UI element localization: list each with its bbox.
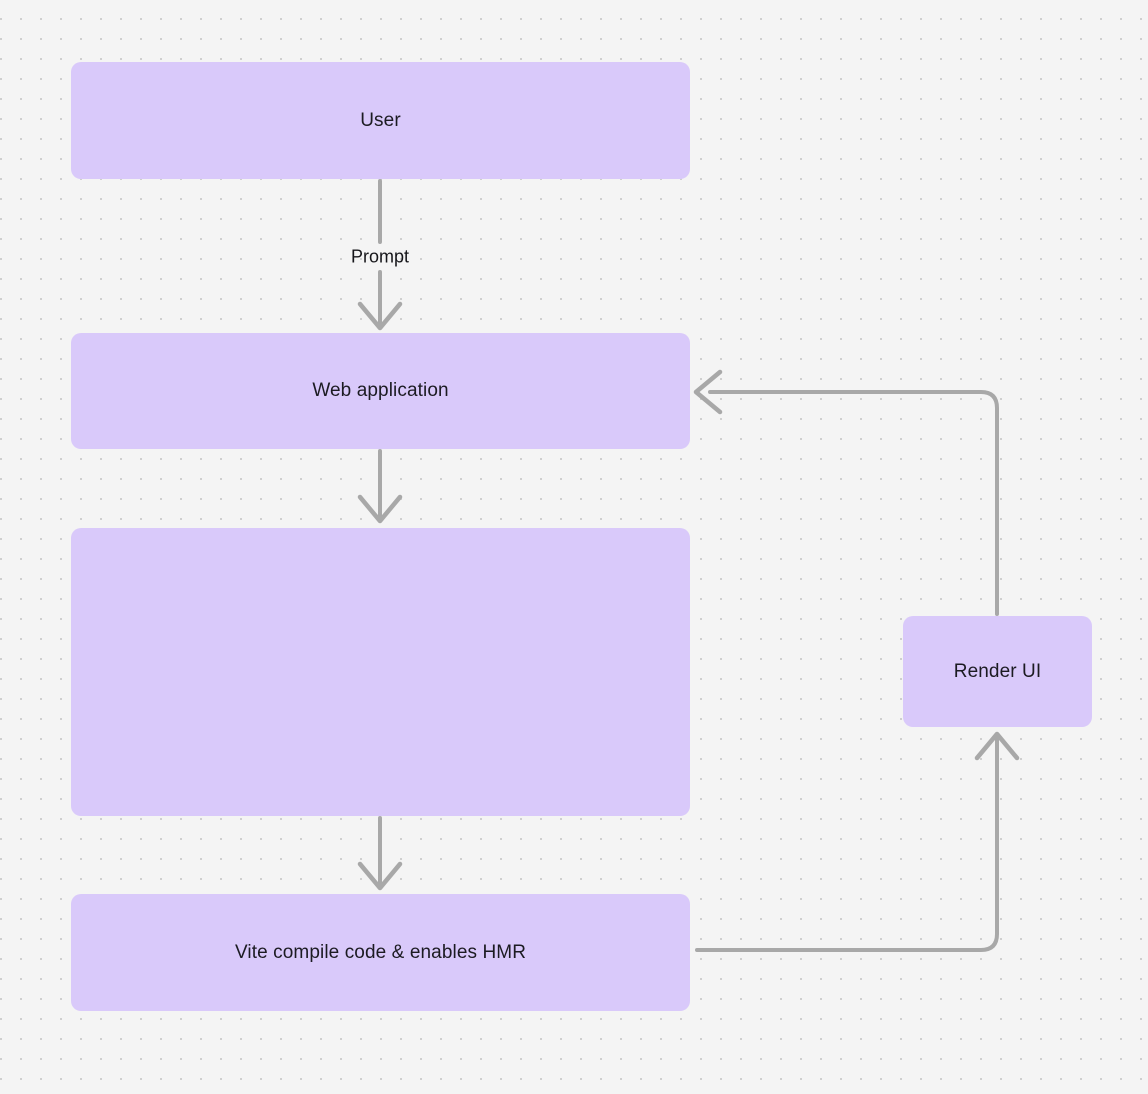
- node-web-application[interactable]: Web application: [71, 333, 690, 449]
- node-vite-label: Vite compile code & enables HMR: [234, 941, 527, 963]
- arrowhead-render-to-webapp: [693, 369, 723, 415]
- node-user[interactable]: User: [71, 62, 690, 179]
- node-vite[interactable]: Vite compile code & enables HMR: [71, 894, 690, 1011]
- node-web-application-label: Web application: [312, 380, 449, 402]
- node-user-label: User: [360, 109, 401, 131]
- edge-label-prompt: Prompt: [350, 246, 410, 267]
- arrowhead-react-to-vite: [357, 861, 403, 891]
- arrowhead-webapp-to-react: [357, 494, 403, 524]
- node-react-components-group[interactable]: HTML = structure CSS = Styles & Layouts …: [71, 528, 690, 816]
- arrowhead-user-to-webapp: [357, 301, 403, 331]
- edge-render-to-webapp: [708, 390, 999, 616]
- node-render-ui-label: Render UI: [953, 660, 1042, 682]
- arrowhead-vite-to-render: [974, 731, 1020, 761]
- edge-vite-to-render: [695, 736, 999, 952]
- node-render-ui[interactable]: Render UI: [903, 616, 1092, 727]
